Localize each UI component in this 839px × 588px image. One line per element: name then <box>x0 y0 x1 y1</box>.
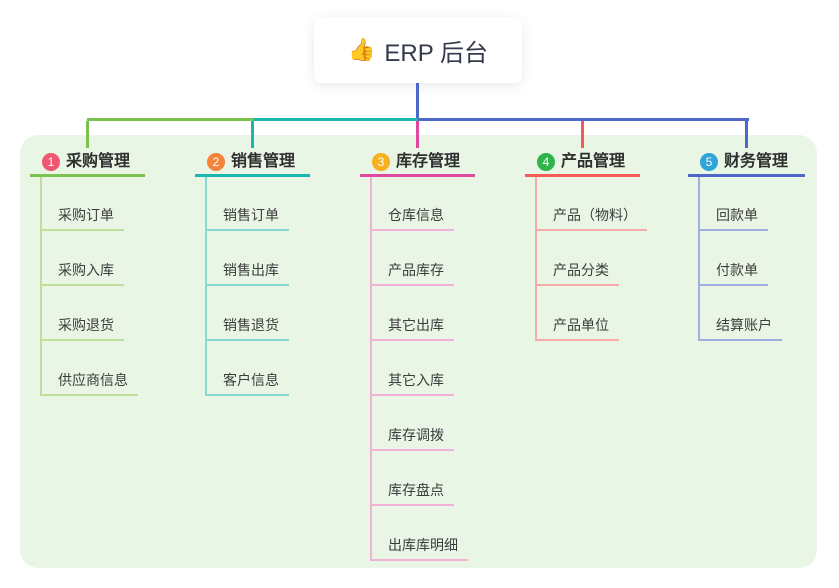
mindmap-item-underline <box>698 229 768 231</box>
mindmap-item-underline <box>40 284 124 286</box>
mindmap-item-label[interactable]: 产品分类 <box>553 262 609 278</box>
branch-items-rail <box>205 177 207 396</box>
mindmap-item-underline <box>370 394 454 396</box>
mindmap-item-label[interactable]: 采购订单 <box>58 207 114 223</box>
branch-title-product[interactable]: 产品管理 <box>561 153 626 170</box>
branch-header-underline <box>360 174 475 177</box>
branch-title-finance[interactable]: 财务管理 <box>724 153 789 170</box>
mindmap-item-label[interactable]: 其它入库 <box>388 372 444 388</box>
branch-connector-drop <box>745 121 748 148</box>
mindmap-item-underline <box>370 229 454 231</box>
mindmap-item-underline <box>698 284 768 286</box>
mindmap-item-label[interactable]: 供应商信息 <box>58 372 128 388</box>
mindmap-item-underline <box>40 394 138 396</box>
mindmap-item-underline <box>370 504 454 506</box>
mindmap-item-label[interactable]: 仓库信息 <box>388 207 444 223</box>
branch-header-underline <box>525 174 640 177</box>
branch-title-purchase[interactable]: 采购管理 <box>66 153 131 170</box>
mindmap-item-underline <box>370 559 468 561</box>
mindmap-item-label[interactable]: 付款单 <box>716 262 758 278</box>
mindmap-item-label[interactable]: 产品单位 <box>553 317 609 333</box>
mindmap-item-label[interactable]: 采购退货 <box>58 317 114 333</box>
branch-number-badge: 1 <box>42 153 60 171</box>
mindmap-item-label[interactable]: 其它出库 <box>388 317 444 333</box>
mindmap-item-label[interactable]: 客户信息 <box>223 372 279 388</box>
branch-number-badge: 2 <box>207 153 225 171</box>
branch-items-rail <box>698 177 700 341</box>
root-connector-vertical <box>416 83 419 124</box>
mindmap-item-underline <box>205 339 289 341</box>
mindmap-item-label[interactable]: 产品（物料） <box>553 207 637 223</box>
branch-connector-drop <box>86 121 89 148</box>
branch-title-inventory[interactable]: 库存管理 <box>396 153 461 170</box>
branch-number-badge: 5 <box>700 153 718 171</box>
mindmap-item-label[interactable]: 库存盘点 <box>388 482 444 498</box>
mindmap-item-underline <box>205 229 289 231</box>
root-node-label: ERP 后台 <box>384 39 488 67</box>
mindmap-item-label[interactable]: 回款单 <box>716 207 758 223</box>
branch-header-underline <box>688 174 805 177</box>
branches-panel <box>20 135 817 568</box>
branch-connector-drop <box>251 121 254 148</box>
connector-horizontal-left <box>87 118 254 121</box>
branch-items-rail <box>40 177 42 396</box>
mindmap-item-underline <box>535 229 647 231</box>
branch-header-underline <box>30 174 145 177</box>
connector-horizontal-mid <box>254 118 418 121</box>
mindmap-item-label[interactable]: 销售订单 <box>223 207 279 223</box>
branch-title-sales[interactable]: 销售管理 <box>231 153 296 170</box>
mindmap-item-underline <box>40 339 124 341</box>
mindmap-item-underline <box>205 284 289 286</box>
mindmap-item-label[interactable]: 出库库明细 <box>388 537 458 553</box>
branch-items-rail <box>370 177 372 561</box>
branch-connector-drop <box>416 121 419 148</box>
mindmap-item-label[interactable]: 销售出库 <box>223 262 279 278</box>
mindmap-item-underline <box>370 449 454 451</box>
mindmap-item-label[interactable]: 采购入库 <box>58 262 114 278</box>
mindmap-item-underline <box>535 284 619 286</box>
branch-number-badge: 4 <box>537 153 555 171</box>
mindmap-item-label[interactable]: 库存调拨 <box>388 427 444 443</box>
mindmap-item-underline <box>698 339 782 341</box>
mindmap-item-underline <box>40 229 124 231</box>
branch-items-rail <box>535 177 537 341</box>
branch-header-underline <box>195 174 310 177</box>
connector-horizontal-right <box>418 118 749 121</box>
mindmap-item-label[interactable]: 结算账户 <box>716 317 772 333</box>
root-node-erp[interactable]: 👍 ERP 后台 <box>314 17 522 83</box>
mindmap-item-label[interactable]: 产品库存 <box>388 262 444 278</box>
mindmap-item-underline <box>535 339 619 341</box>
mindmap-item-underline <box>205 394 289 396</box>
mindmap-item-underline <box>370 339 454 341</box>
branch-connector-drop <box>581 121 584 148</box>
mindmap-item-underline <box>370 284 454 286</box>
thumbs-up-icon: 👍 <box>348 37 376 62</box>
mindmap-item-label[interactable]: 销售退货 <box>223 317 279 333</box>
branch-number-badge: 3 <box>372 153 390 171</box>
